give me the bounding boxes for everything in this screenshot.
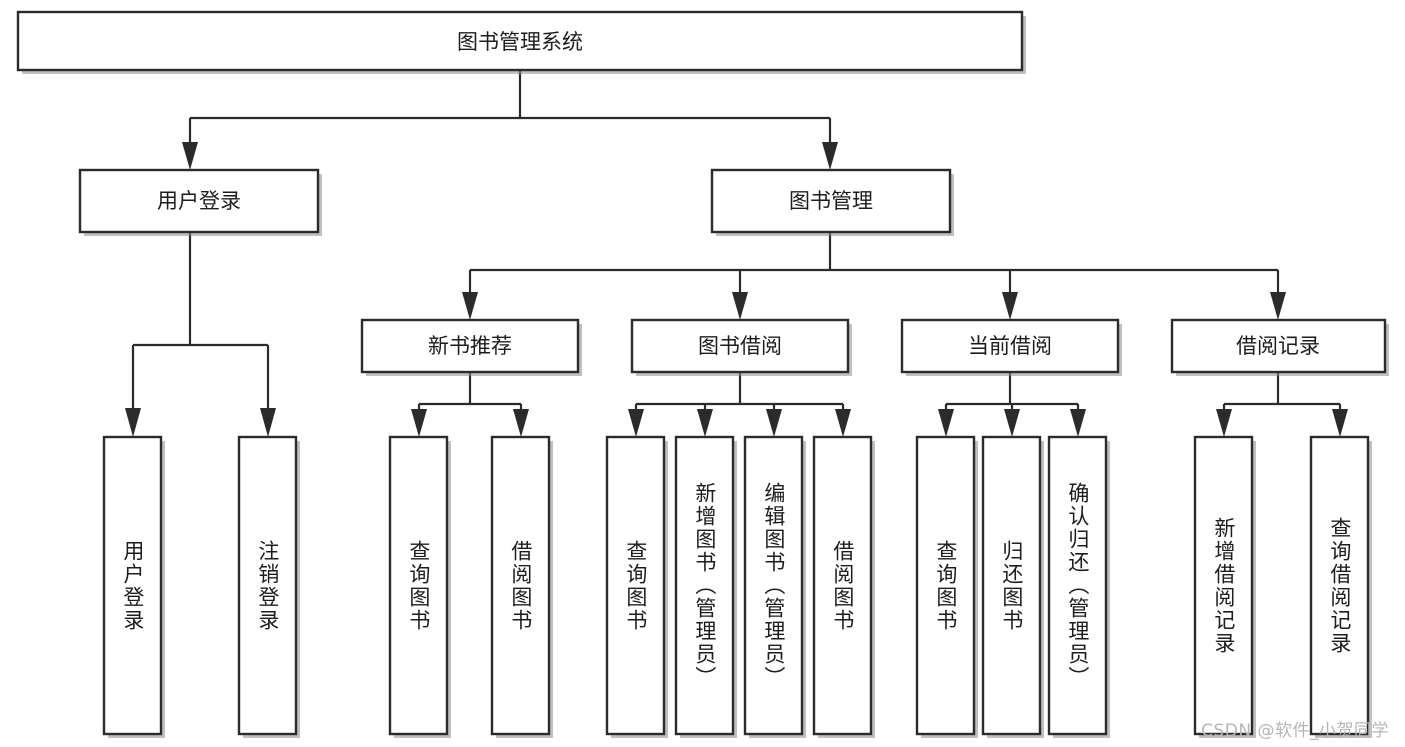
arrow-head-current-borrow: [1002, 292, 1018, 320]
arrow-head-book-borrow: [732, 292, 748, 320]
arrow-head-leaf-user-login: [125, 408, 141, 437]
leaf-box-book-borrow-query[interactable]: [605, 435, 666, 736]
leaf-box-book-borrow-edit[interactable]: [743, 435, 804, 736]
level2-node-label-book-borrow: 图书借阅: [698, 334, 782, 358]
csdn-watermark: CSDN @软件_小贺同学: [1201, 721, 1389, 741]
arrow-head-borrowrecord-leaf-2: [1332, 409, 1348, 437]
arrow-head-currentborrow-leaf-2: [1004, 409, 1020, 437]
arrow-head-bookborrow-leaf-4: [835, 409, 851, 437]
leaf-box-book-borrow-add[interactable]: [674, 435, 735, 736]
level2-node-box-borrow-record[interactable]: [1170, 318, 1387, 374]
arrow-head-newbook-leaf-2: [513, 409, 529, 437]
arrow-head-currentborrow-leaf-3: [1070, 409, 1086, 437]
level2-node-label-new-book-recommend: 新书推荐: [428, 334, 512, 358]
root-node-box[interactable]: [16, 10, 1024, 72]
leaf-box-new-book-borrow[interactable]: [490, 435, 551, 736]
arrow-head-borrow-record: [1270, 292, 1286, 320]
root-node-label: 图书管理系统: [457, 30, 583, 54]
leaf-box-new-book-query[interactable]: [388, 435, 449, 736]
node-layer: 图书管理系统 用户登录 图书管理 新书推荐 图书借阅 当前借阅 借阅记录: [16, 10, 1389, 738]
leaf-box-user-login-logout[interactable]: [237, 435, 298, 736]
level1-node-box-user-login[interactable]: [78, 168, 320, 234]
arrow-head-leaf-logout: [260, 408, 276, 437]
leaf-box-borrow-record-add[interactable]: [1193, 435, 1254, 736]
connector-layer: [125, 70, 1348, 437]
level2-node-label-borrow-record: 借阅记录: [1236, 334, 1320, 358]
level2-node-box-new-book-recommend[interactable]: [360, 318, 580, 374]
leaf-box-book-borrow-borrow[interactable]: [812, 435, 873, 736]
arrow-head-bookborrow-leaf-3: [766, 409, 782, 437]
arrow-head-newbook-leaf-1: [411, 409, 427, 437]
arrow-head-user-login: [182, 142, 198, 170]
level2-node-label-current-borrow: 当前借阅: [968, 334, 1052, 358]
leaf-box-borrow-record-query[interactable]: [1309, 435, 1370, 736]
arrow-head-new-book: [462, 292, 478, 320]
arrow-head-bookborrow-leaf-1: [628, 409, 644, 437]
level1-node-box-book-manage[interactable]: [710, 168, 952, 234]
leaf-box-current-borrow-return[interactable]: [981, 435, 1042, 736]
leaf-box-user-login-login[interactable]: [102, 435, 163, 736]
arrow-head-bookborrow-leaf-2: [697, 409, 713, 437]
arrow-head-borrowrecord-leaf-1: [1216, 409, 1232, 437]
arrow-head-currentborrow-leaf-1: [938, 409, 954, 437]
level1-node-label-user-login: 用户登录: [157, 189, 241, 213]
leaf-box-current-borrow-confirm[interactable]: [1047, 435, 1108, 736]
level1-node-label-book-manage: 图书管理: [789, 189, 873, 213]
leaf-box-current-borrow-query[interactable]: [915, 435, 976, 736]
level2-node-box-book-borrow[interactable]: [630, 318, 850, 374]
level2-node-box-current-borrow[interactable]: [900, 318, 1120, 374]
arrow-head-book-manage: [822, 142, 838, 170]
